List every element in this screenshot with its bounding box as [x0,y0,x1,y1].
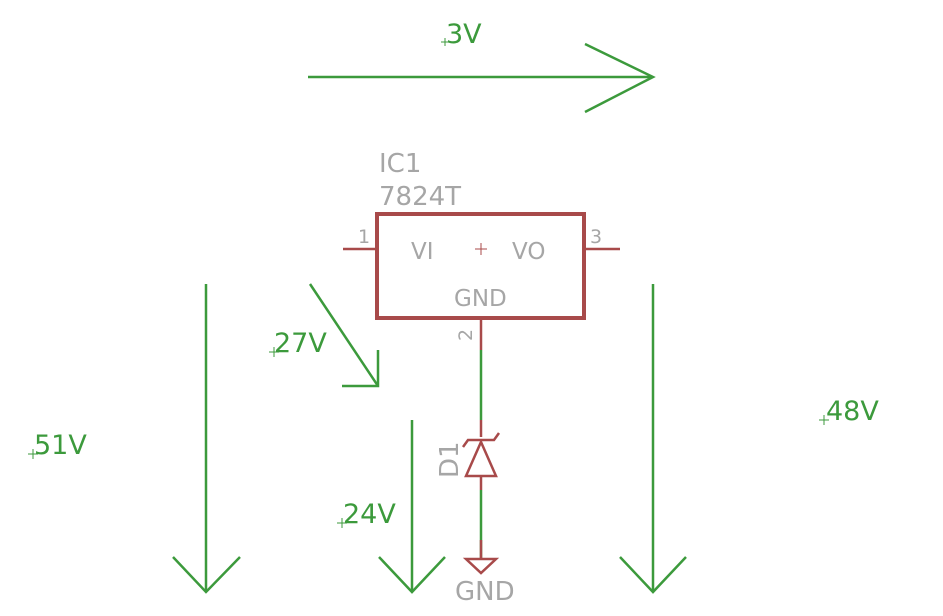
diode-name-label: D1 [435,441,465,478]
voltage-marker-24v: 24V [337,499,396,530]
ground-label: GND [455,577,515,607]
ic-name-label: IC1 [379,149,421,179]
arrow-down-middle [378,420,446,594]
voltage-label-48v: 48V [826,396,879,427]
ground-symbol [462,540,500,575]
pin-gnd-label: GND [454,286,507,312]
voltage-marker-27v: 27V [269,328,327,359]
arrow-27v [308,283,380,388]
voltage-marker-3v: 3V [441,19,482,50]
pin-3-number: 3 [590,226,602,248]
pin-1-number: 1 [358,226,370,248]
voltage-label-24v: 24V [343,499,396,530]
voltage-label-51v: 51V [34,430,87,461]
arrow-down-right [619,284,687,594]
arrow-down-left [172,284,241,594]
ic-value-label: 7824T [379,182,461,212]
voltage-label-3v: 3V [446,19,482,50]
diode-d1[interactable] [461,420,501,490]
voltage-marker-51v: 51V [28,430,87,461]
voltage-marker-48v: 48V [819,396,879,427]
pin-vi-label: VI [411,239,434,265]
pin-vo-label: VO [512,239,545,265]
pin-2-number: 2 [455,329,477,341]
arrow-3v [308,42,656,114]
voltage-label-27v: 27V [274,328,327,359]
